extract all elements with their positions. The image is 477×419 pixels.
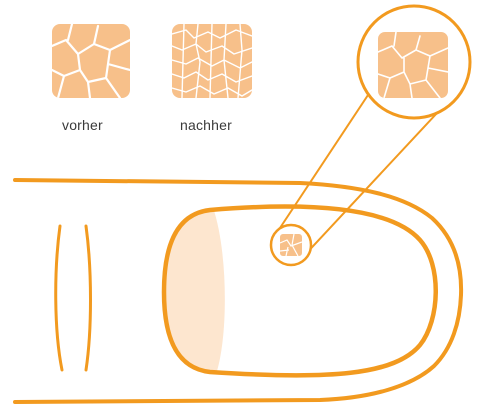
nail-spot-texture: [280, 234, 302, 256]
magnified-texture: [378, 32, 448, 98]
texture-swatch-before: [52, 24, 130, 98]
label-after: nachher: [180, 117, 232, 133]
nail-lunula-shade: [160, 200, 225, 380]
knuckle-crease-1: [56, 226, 62, 370]
knuckle-crease-2: [86, 226, 91, 370]
texture-swatch-after: [172, 24, 252, 98]
label-before: vorher: [62, 117, 103, 133]
finger-outline-top: [15, 180, 461, 402]
